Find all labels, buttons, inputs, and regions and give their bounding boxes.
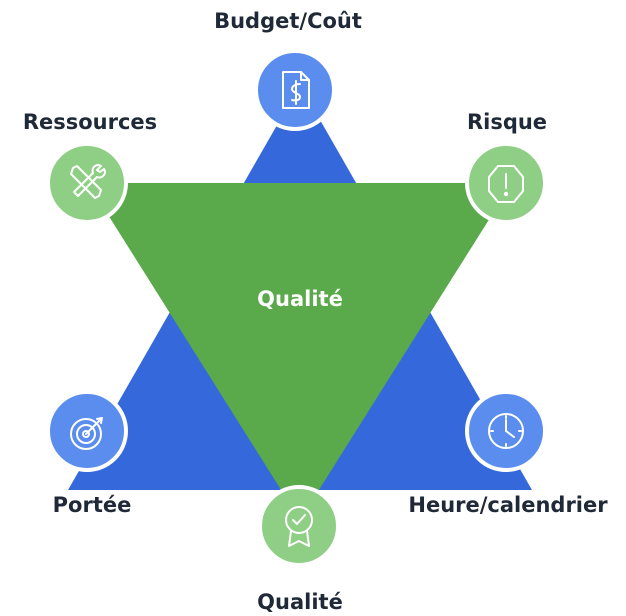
ressources-circle xyxy=(46,142,128,224)
warning-octagon-icon xyxy=(488,165,524,203)
qualite-circle xyxy=(258,485,340,567)
node-risque: Risque xyxy=(465,110,547,224)
risque-label: Risque xyxy=(467,110,547,134)
target-icon xyxy=(70,417,103,450)
node-budget: Budget/Coût xyxy=(214,9,362,131)
tools-icon xyxy=(70,164,106,199)
qualite-label: Qualité xyxy=(257,590,343,614)
center-label: Qualité xyxy=(257,287,343,311)
green-triangle xyxy=(88,183,512,520)
ressources-label: Ressources xyxy=(23,110,157,134)
temps-label: Heure/calendrier xyxy=(408,493,608,517)
dollar-document-icon xyxy=(282,71,310,109)
node-qualite: Qualité xyxy=(257,485,343,614)
portee-label: Portée xyxy=(53,493,132,517)
clock-icon xyxy=(488,413,524,449)
budget-label: Budget/Coût xyxy=(214,9,362,33)
node-temps: Heure/calendrier xyxy=(408,390,608,517)
node-portee: Portée xyxy=(46,390,132,517)
node-ressources: Ressources xyxy=(23,110,157,224)
award-ribbon-icon xyxy=(285,506,313,547)
